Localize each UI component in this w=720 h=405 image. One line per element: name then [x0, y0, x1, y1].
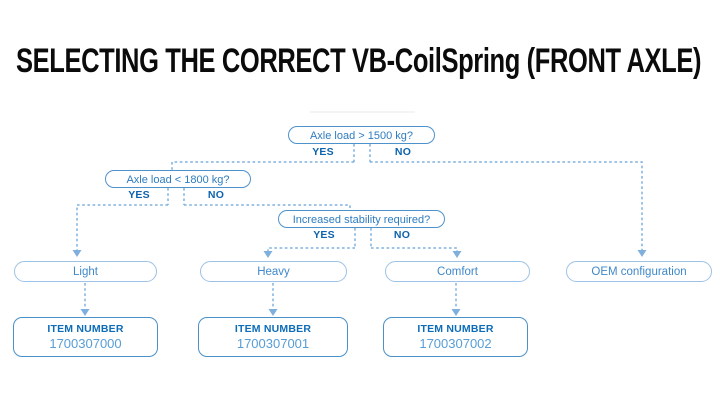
item-number-heading: ITEM NUMBER	[234, 323, 312, 335]
outcome-box-oem-configuration: OEM configuration	[566, 261, 712, 282]
outcome-box-comfort: Comfort	[385, 261, 530, 282]
arrow-down-icon	[637, 250, 647, 257]
yes-label: YES	[128, 189, 150, 201]
item-number-heading: ITEM NUMBER	[417, 323, 494, 335]
yes-label: YES	[313, 229, 335, 241]
item-number-value: 1700307002	[419, 336, 492, 351]
decision-box-increased-stability: Increased stability required?	[278, 210, 445, 228]
arrow-down-icon	[263, 251, 273, 258]
item-number-heading: ITEM NUMBER	[47, 323, 124, 335]
arrow-down-icon	[452, 251, 462, 258]
item-number-value: 1700307000	[49, 336, 122, 351]
no-label: NO	[207, 189, 225, 201]
item-number-box-light: ITEM NUMBER 1700307000	[13, 317, 158, 357]
page-title: SELECTING THE CORRECT VB-CoilSpring (FRO…	[16, 42, 702, 80]
connector-d2-yes-branch	[76, 204, 168, 250]
arrow-down-icon	[451, 309, 461, 316]
connector-d3-yes-branch	[267, 247, 355, 252]
item-number-value: 1700307001	[236, 336, 310, 351]
decision-box-axle-load-1500: Axle load > 1500 kg?	[288, 126, 435, 144]
outcome-box-light: Light	[14, 261, 157, 282]
connector-d1-yes-branch	[171, 161, 354, 170]
no-label: NO	[393, 229, 411, 241]
item-number-box-heavy: ITEM NUMBER 1700307001	[198, 317, 348, 357]
item-number-box-comfort: ITEM NUMBER 1700307002	[383, 317, 528, 357]
decision-box-axle-load-1800: Axle load < 1800 kg?	[105, 170, 251, 188]
arrow-down-icon	[268, 309, 278, 316]
arrow-down-icon	[80, 309, 90, 316]
no-label: NO	[394, 146, 412, 158]
yes-label: YES	[312, 146, 334, 158]
arrow-down-icon	[72, 250, 82, 257]
connector-d1-no-branch	[370, 161, 643, 250]
outcome-box-heavy: Heavy	[200, 261, 347, 282]
connector-d3-no-branch	[371, 247, 458, 252]
